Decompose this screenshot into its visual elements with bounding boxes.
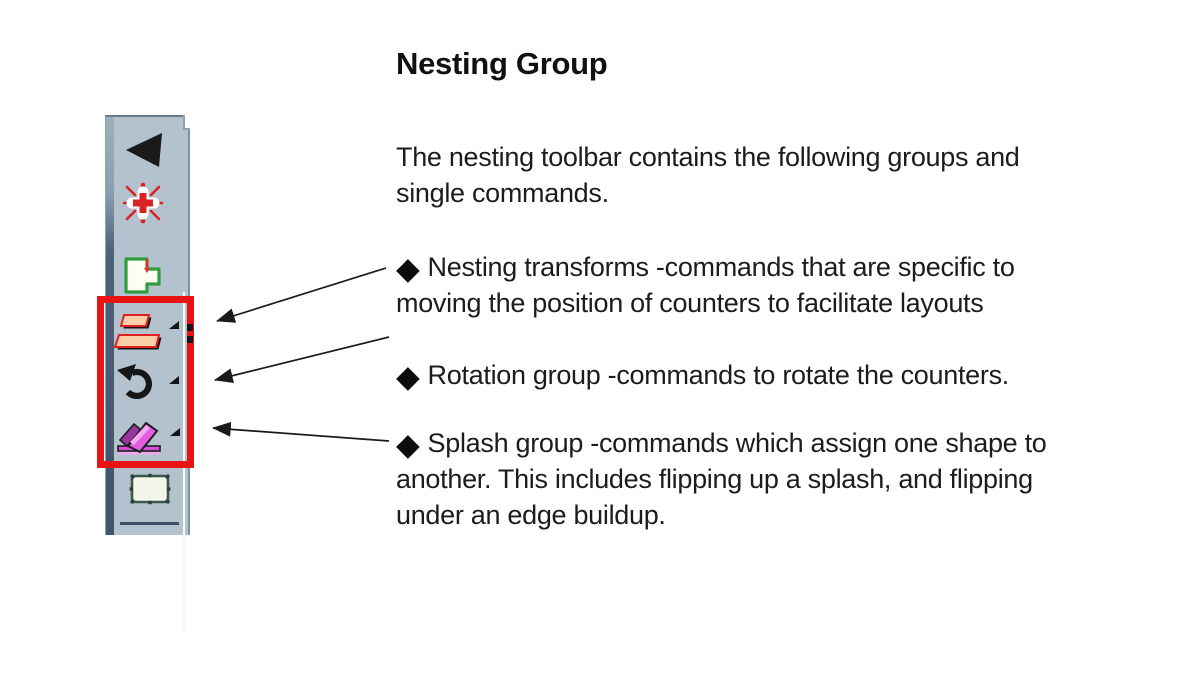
toolbar-button-counter[interactable] (118, 253, 166, 297)
toolbar-button-rectangle[interactable] (126, 470, 174, 508)
highlight-rectangle (97, 296, 194, 468)
arrow-to-rotation (214, 336, 390, 383)
bullet-marker: ◆ (396, 427, 420, 462)
back-arrow-icon (126, 133, 162, 167)
splash-icon (117, 421, 161, 455)
bullet-marker: ◆ (396, 359, 420, 394)
edge-tick-mark (187, 324, 193, 331)
page-title: Nesting Group (396, 46, 608, 81)
toolbar-button-explode[interactable] (120, 180, 166, 226)
toolbar-button-splash[interactable] (113, 409, 165, 455)
bullet-nesting-transforms: ◆Nesting transforms -commands that are s… (396, 249, 1088, 321)
arrow-to-splash (212, 421, 390, 442)
bullet-splash-group: ◆Splash group -commands which assign one… (396, 425, 1088, 533)
bullet-rotation-group: ◆Rotation group -commands to rotate the … (396, 357, 1088, 393)
intro-paragraph: The nesting toolbar contains the followi… (396, 142, 1020, 208)
edge-tick-mark (187, 336, 193, 343)
counter-shape-icon (124, 257, 161, 294)
toolbar-button-nesting-transforms[interactable] (113, 310, 165, 352)
bullet-marker: ◆ (396, 251, 420, 286)
rectangle-marquee-icon (129, 473, 171, 505)
toolbar-button-rotation[interactable] (115, 360, 163, 404)
rotation-undo-icon (117, 364, 152, 400)
explode-icon (122, 182, 164, 224)
flyout-arrow-icon[interactable] (169, 375, 179, 385)
flyout-arrow-icon[interactable] (169, 320, 179, 330)
toolbar-left-edge (106, 117, 114, 535)
flyout-arrow-icon[interactable] (170, 427, 180, 437)
toolbar-top-notch (183, 115, 190, 130)
toolbar-separator (120, 522, 179, 525)
bullet-text: Nesting transforms -commands that are sp… (396, 252, 1015, 318)
bullet-text: Splash group -commands which assign one … (396, 428, 1047, 530)
bullet-text: Rotation group -commands to rotate the c… (427, 360, 1010, 390)
nesting-transforms-icon (113, 314, 162, 350)
toolbar-button-back[interactable] (120, 128, 168, 172)
arrow-to-nesting-transforms (216, 267, 387, 323)
